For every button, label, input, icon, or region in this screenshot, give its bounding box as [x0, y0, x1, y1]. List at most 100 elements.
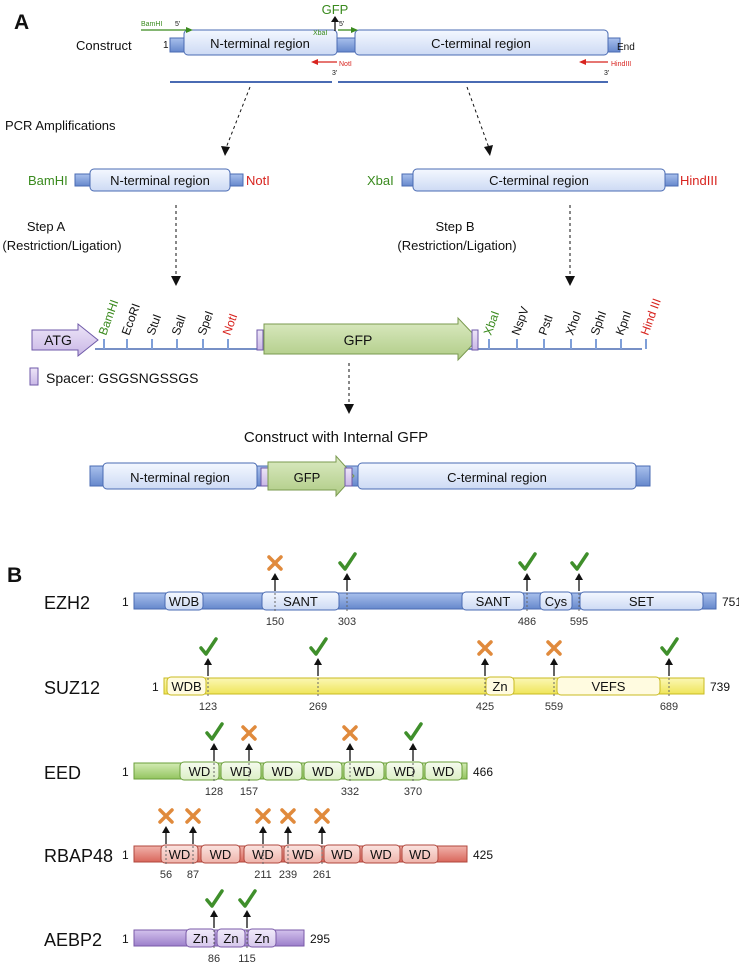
- panel-b-label: B: [7, 564, 22, 587]
- site-arrowhead: [210, 910, 218, 917]
- check-icon: [199, 637, 218, 656]
- check-icon: [338, 552, 357, 571]
- site-arrowhead: [210, 743, 218, 750]
- site-label-sphi: SphI: [588, 309, 610, 337]
- site-label-xhoi: XhoI: [563, 309, 585, 337]
- domain-label: WD: [230, 764, 252, 779]
- domain-wd: [424, 761, 463, 781]
- final-c-region: [357, 462, 637, 490]
- domain-label: WD: [370, 847, 392, 862]
- protein-end: 466: [473, 765, 493, 779]
- step-b-line1: Step B: [435, 219, 474, 234]
- site-arrowhead: [189, 826, 197, 833]
- site-position: 595: [570, 616, 588, 628]
- pcr-right-site-hindiii: HindIII: [680, 173, 718, 188]
- domain-wd: [361, 844, 401, 864]
- protein-start: 1: [122, 765, 129, 779]
- site-label-hind-iii: Hind III: [638, 297, 664, 338]
- site-arrowhead: [284, 826, 292, 833]
- primer-bamhi-arrowhead: [186, 27, 193, 33]
- domain-wd: [385, 761, 424, 781]
- site-position: 87: [187, 869, 199, 881]
- construct-c-region-label: C-terminal region: [431, 36, 531, 51]
- site-arrowhead: [481, 658, 489, 665]
- step-b-line2: (Restriction/Ligation): [397, 238, 516, 253]
- cross-icon: [314, 808, 330, 824]
- domain-label: SET: [629, 594, 654, 609]
- check-icon: [518, 552, 537, 571]
- domain-wd: [323, 844, 361, 864]
- step-b-arrowhead: [565, 276, 575, 286]
- primer-xbai-arrowhead: [351, 27, 358, 33]
- pcr-left-site-noti: NotI: [246, 173, 270, 188]
- cross-icon: [255, 808, 271, 824]
- site-label-psti: PstI: [536, 313, 556, 337]
- vector-gfp-arrow: [263, 316, 479, 362]
- step-a-arrowhead: [171, 276, 181, 286]
- site-arrowhead: [343, 573, 351, 580]
- protein-end: 751: [722, 595, 739, 609]
- domain-zn: [216, 928, 246, 948]
- site-arrowhead: [550, 658, 558, 665]
- domain-wd: [200, 844, 241, 864]
- domain-label: WD: [331, 847, 353, 862]
- domain-zn: [185, 928, 216, 948]
- site-position: 425: [476, 701, 494, 713]
- site-label-kpni: KpnI: [613, 309, 635, 337]
- pcr-right-c-region: [412, 168, 666, 192]
- cross-icon: [185, 808, 201, 824]
- protein-start: 1: [122, 932, 129, 946]
- domain-label: WD: [272, 764, 294, 779]
- domain-zn: [485, 676, 515, 696]
- domain-zn: [247, 928, 277, 948]
- domain-label: VEFS: [592, 679, 626, 694]
- domain-label: WDB: [171, 679, 201, 694]
- site-position: 123: [199, 701, 217, 713]
- construct-label: Construct: [76, 38, 132, 53]
- site-position: 56: [160, 869, 172, 881]
- site-arrowhead: [523, 573, 531, 580]
- domain-label: SANT: [283, 594, 318, 609]
- check-icon: [205, 722, 224, 741]
- domain-sant: [261, 591, 340, 611]
- construct-n-region: [183, 29, 338, 56]
- cross-icon: [241, 725, 257, 741]
- construct-start-number: 1: [163, 40, 169, 51]
- domain-sant: [461, 591, 525, 611]
- site-arrowhead: [346, 743, 354, 750]
- domain-label: WD: [292, 847, 314, 862]
- pcr-amplifications-label: PCR Amplifications: [5, 118, 116, 133]
- primer-bamhi-label: BamHI: [141, 21, 162, 28]
- site-position: 115: [238, 953, 256, 964]
- domain-wd: [303, 761, 343, 781]
- spacer-right: [471, 329, 479, 351]
- check-icon: [238, 889, 257, 908]
- site-position: 128: [205, 786, 223, 798]
- primer-hindiii-label: HindIII: [611, 61, 631, 68]
- check-icon: [570, 552, 589, 571]
- cross-icon: [546, 640, 562, 656]
- step-a-line2: (Restriction/Ligation): [2, 238, 121, 253]
- protein-name: EED: [44, 763, 81, 783]
- site-label-spei: SpeI: [195, 309, 217, 337]
- site-arrowhead: [318, 826, 326, 833]
- domain-wdb: [166, 676, 207, 696]
- site-position: 86: [208, 953, 220, 964]
- site-position: 486: [518, 616, 536, 628]
- site-label-nspv: NspV: [509, 305, 532, 337]
- gfp-insertion-arrowhead: [331, 16, 339, 22]
- domain-label: WD: [169, 847, 191, 862]
- construct-n-region-label: N-terminal region: [210, 36, 310, 51]
- site-position: 261: [313, 869, 331, 881]
- domain-label: Zn: [492, 679, 507, 694]
- cross-icon: [280, 808, 296, 824]
- domain-label: WD: [353, 764, 375, 779]
- protein-start: 1: [122, 848, 129, 862]
- primer-xbai-label: XbaI: [313, 30, 327, 37]
- pcr-left-n-region: [89, 168, 231, 192]
